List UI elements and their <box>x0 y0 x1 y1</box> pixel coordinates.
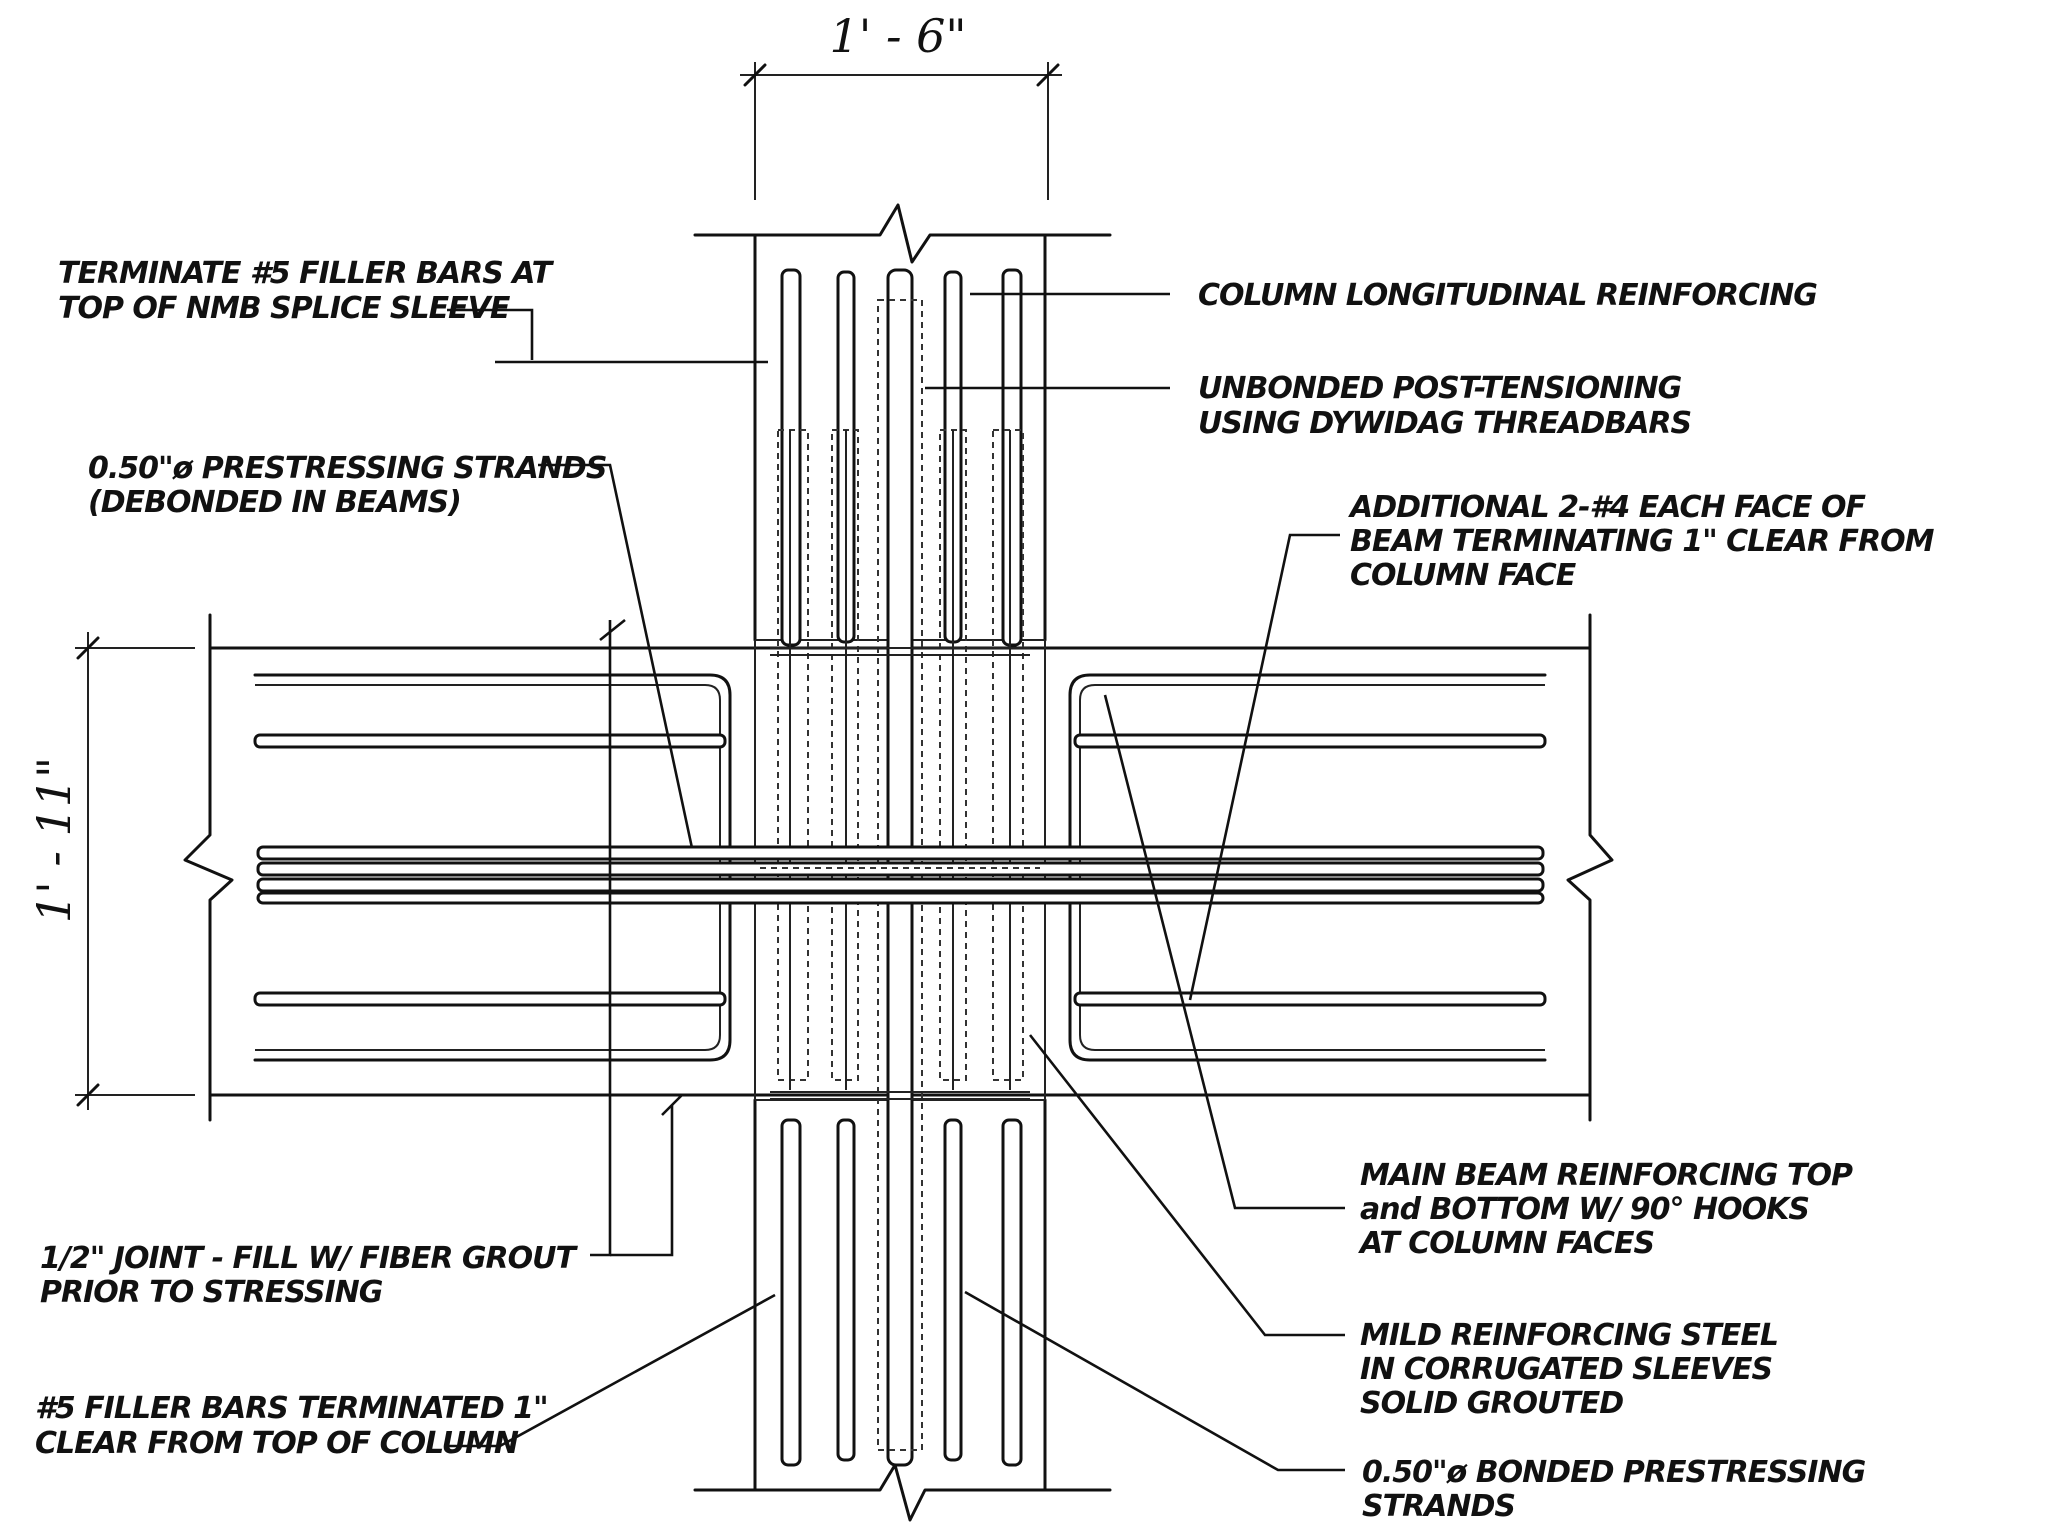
svg-text:CLEAR FROM TOP OF COLUMN: CLEAR FROM TOP OF COLUMN <box>35 1426 519 1461</box>
svg-text:TERMINATE #5 FILLER BARS AT: TERMINATE #5 FILLER BARS AT <box>58 256 555 291</box>
note-unbonded-post-tensioning: UNBONDED POST-TENSIONING USING DYWIDAG T… <box>1198 371 1692 441</box>
svg-text:and BOTTOM W/ 90° HOOKS: and BOTTOM W/ 90° HOOKS <box>1360 1192 1809 1227</box>
note-filler-bars-bottom: #5 FILLER BARS TERMINATED 1" CLEAR FROM … <box>35 1391 549 1461</box>
svg-text:USING DYWIDAG THREADBARS: USING DYWIDAG THREADBARS <box>1198 406 1691 441</box>
svg-text:STRANDS: STRANDS <box>1362 1489 1515 1524</box>
svg-text:COLUMN FACE: COLUMN FACE <box>1350 558 1577 593</box>
note-joint-grout: 1/2" JOINT - FILL W/ FIBER GROUT PRIOR T… <box>40 1241 579 1310</box>
dimension-beam-depth <box>75 632 195 1110</box>
leader-lines <box>447 292 1345 1472</box>
svg-text:PRIOR TO STRESSING: PRIOR TO STRESSING <box>40 1275 383 1310</box>
note-additional-bars: ADDITIONAL 2-#4 EACH FACE OF BEAM TERMIN… <box>1348 490 1936 593</box>
corrugated-sleeves <box>777 429 1024 1090</box>
column-width-dimension: 1' - 6" <box>829 9 966 63</box>
svg-text:0.50"ø PRESTRESSING STRANDS: 0.50"ø PRESTRESSING STRANDS <box>88 451 606 486</box>
svg-text:BEAM TERMINATING 1" CLEAR FROM: BEAM TERMINATING 1" CLEAR FROM <box>1350 524 1935 559</box>
additional-beam-bars <box>253 733 1547 1007</box>
note-prestressing-strands-debonded: 0.50"ø PRESTRESSING STRANDS (DEBONDED IN… <box>88 451 607 520</box>
note-mild-reinforcing-steel: MILD REINFORCING STEEL IN CORRUGATED SLE… <box>1360 1318 1779 1421</box>
note-main-beam-reinforcing: MAIN BEAM REINFORCING TOP and BOTTOM W/ … <box>1358 1158 1854 1261</box>
svg-text:SOLID GROUTED: SOLID GROUTED <box>1360 1386 1623 1421</box>
svg-text:0.50"ø BONDED PRESTRESSING: 0.50"ø BONDED PRESTRESSING <box>1362 1455 1866 1490</box>
svg-text:COLUMN LONGITUDINAL REINFORCIN: COLUMN LONGITUDINAL REINFORCING <box>1198 278 1817 313</box>
column-outline <box>693 203 1112 1522</box>
svg-text:IN CORRUGATED SLEEVES: IN CORRUGATED SLEEVES <box>1360 1352 1772 1387</box>
svg-text:MILD REINFORCING STEEL: MILD REINFORCING STEEL <box>1360 1318 1778 1353</box>
svg-text:MAIN BEAM REINFORCING TOP: MAIN BEAM REINFORCING TOP <box>1360 1158 1853 1193</box>
note-bonded-prestressing-strands: 0.50"ø BONDED PRESTRESSING STRANDS <box>1362 1455 1867 1524</box>
svg-text:#5 FILLER BARS TERMINATED 1": #5 FILLER BARS TERMINATED 1" <box>35 1391 548 1426</box>
beam-depth-dimension: 1' - 11" <box>27 757 81 923</box>
dimension-column-width <box>740 62 1062 200</box>
svg-text:UNBONDED POST-TENSIONING: UNBONDED POST-TENSIONING <box>1198 371 1682 406</box>
note-filler-bars-top: TERMINATE #5 FILLER BARS AT TOP OF NMB S… <box>58 256 556 326</box>
svg-text:1/2" JOINT - FILL W/ FIBER GRO: 1/2" JOINT - FILL W/ FIBER GROUT <box>40 1241 578 1276</box>
svg-text:ADDITIONAL 2-#4 EACH FACE OF: ADDITIONAL 2-#4 EACH FACE OF <box>1348 490 1866 525</box>
svg-text:TOP OF NMB SPLICE SLEEVE: TOP OF NMB SPLICE SLEEVE <box>58 291 511 326</box>
prestressing-strands <box>256 845 1545 905</box>
svg-text:AT COLUMN FACES: AT COLUMN FACES <box>1358 1226 1654 1261</box>
column-ties <box>770 647 1030 1100</box>
note-column-longitudinal: COLUMN LONGITUDINAL REINFORCING <box>1198 278 1818 313</box>
svg-text:(DEBONDED IN BEAMS): (DEBONDED IN BEAMS) <box>88 485 461 520</box>
